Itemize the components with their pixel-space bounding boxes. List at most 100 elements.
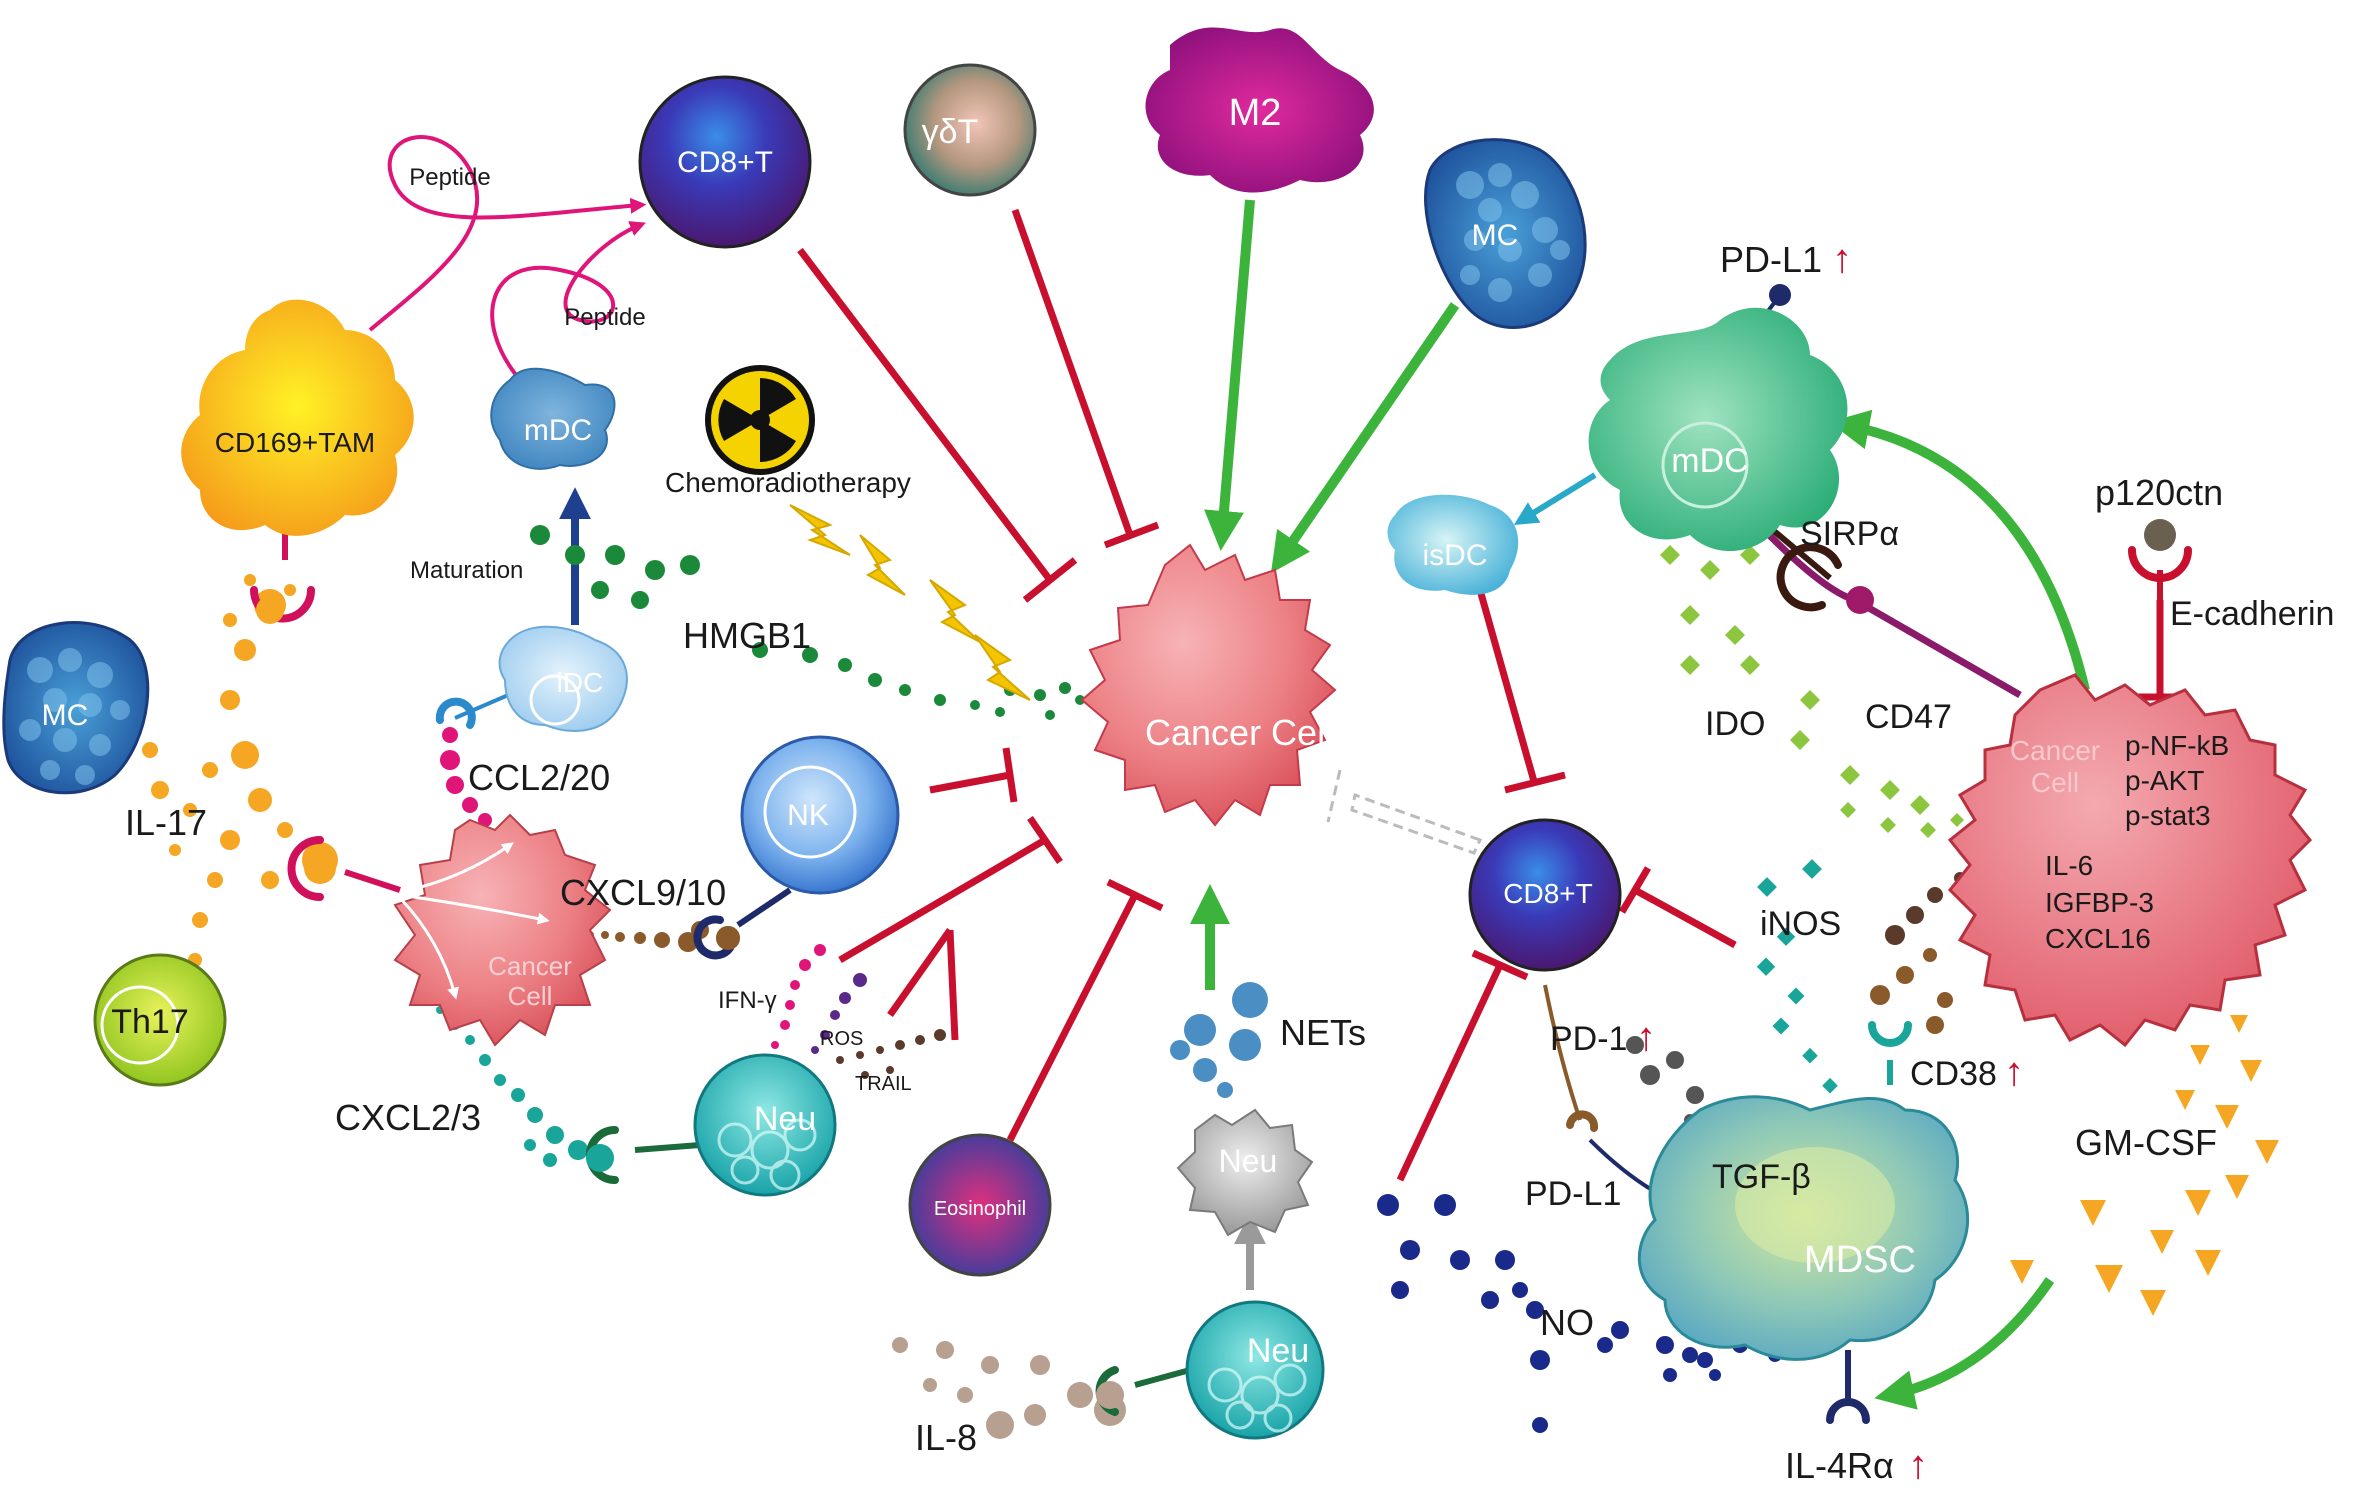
neu-inhibit-line: [838, 836, 1047, 964]
no-cd8-inhibit-line: [1396, 963, 1504, 1182]
nets-particles: [1170, 982, 1268, 1098]
receptors: [250, 284, 2192, 1424]
chemoradiotherapy-label: Chemoradiotherapy: [665, 467, 911, 498]
mature-dc-right-label: mDC: [1671, 442, 1748, 480]
ros-label: ROS: [820, 1028, 863, 1050]
cancer-cell-left-arrow-1: [399, 842, 514, 894]
cd169-tam: [181, 299, 414, 536]
neu-inhibit-branch-1: [887, 927, 953, 1018]
neu-inhibit-bar: [1027, 816, 1063, 864]
sirpa-receptor: [1776, 543, 1842, 612]
il17-label: IL-17: [125, 802, 207, 843]
immature-dc-nucleus: [529, 674, 581, 726]
neutrophil-left-label: Neu: [754, 1100, 816, 1138]
mature-dc-left-label: mDC: [524, 414, 592, 447]
pd1-receptor: [1566, 1110, 1599, 1132]
nk-cell-nucleus: [763, 765, 857, 859]
il17-dots: [104, 574, 338, 967]
labels: Peptide Peptide Maturation Chemoradiothe…: [125, 164, 2334, 1487]
neutrophil-bottom-label: Neu: [1247, 1332, 1309, 1370]
immunosuppressive-dc-label: isDC: [1423, 539, 1488, 572]
cancer-cell-left-arrow-2: [399, 893, 550, 925]
p120ctn-ligand: [2144, 519, 2176, 551]
nk-receptor: [693, 915, 734, 960]
pdl1-top-ligand: [1769, 284, 1791, 306]
ido-crosses: [1660, 545, 1989, 846]
hmgb1-dots: [530, 525, 1085, 720]
isdc-cd8-inhibit-bar: [1504, 771, 1566, 794]
cxcl2-dots: [436, 1006, 588, 1167]
cancer-left-receptor-stalk: [344, 869, 401, 893]
immunosuppressive-dc: [1387, 494, 1519, 595]
il4ra-up-arrow: ↑: [1908, 1443, 1928, 1487]
inos-label: iNOS: [1760, 905, 1841, 943]
ido-label: IDO: [1705, 705, 1765, 743]
cxcl16-label: CXCL16: [2045, 923, 2151, 954]
isdc-cd8-inhibit-line: [1476, 589, 1539, 786]
gdt-inhibit-line: [1011, 208, 1134, 537]
trail-stars: [836, 1029, 946, 1079]
th17-cell: [93, 953, 227, 1087]
cancer-cell-right: [1947, 673, 2313, 1048]
trail-label: TRAIL: [855, 1073, 912, 1095]
eosinophil-label: Eosinophil: [934, 1198, 1026, 1220]
nets-label: NETs: [1280, 1012, 1366, 1053]
cancer-left-ligand: [304, 852, 336, 884]
nk-receptor-stalk: [736, 887, 792, 928]
nk-cell-label: NK: [787, 799, 829, 832]
cancer-cell-center-label: Cancer Cell: [1145, 712, 1333, 753]
cd8-t-cell-right: [1468, 818, 1622, 972]
cd8-dashed-inhibit: [1350, 792, 1483, 855]
ecadherin-label: E-cadherin: [2170, 595, 2334, 633]
mast-cell-top-label: MC: [1472, 219, 1519, 252]
maturation-label: Maturation: [410, 557, 523, 584]
cancer-cell-center: [1080, 543, 1337, 827]
eosinophil: [908, 1133, 1052, 1277]
neutrophil-bottom-granules: [1207, 1363, 1307, 1433]
sirpa-label: SIRPα: [1800, 515, 1899, 553]
cancer-cell-left-arrow-3: [398, 896, 459, 1000]
radiation-icon: [705, 365, 815, 475]
cd8-dashed-bar: [1326, 769, 1342, 823]
cd47-label: CD47: [1865, 698, 1952, 736]
mature-dc-right-nucleus: [1661, 421, 1749, 509]
nk-inhibit-bar: [1002, 747, 1018, 803]
pstat3-label: p-stat3: [2125, 800, 2211, 831]
m2-macrophage-label: M2: [1229, 92, 1282, 134]
il8-dots: [892, 1337, 1126, 1439]
th17-cell-label: Th17: [111, 1003, 189, 1041]
eos-inhibit-line: [1006, 893, 1139, 1142]
neutrophil-bottom: [1185, 1300, 1325, 1440]
mdc-isdc-arrow: [1513, 472, 1597, 526]
p120ctn-receptor: [2128, 546, 2192, 582]
cancer-left-receptor: [287, 836, 324, 901]
cd38-up-arrow: ↑: [2004, 1050, 2024, 1094]
neutrophil-left-granules: [717, 1118, 817, 1191]
cd8-t-cell-top-label: CD8+T: [677, 146, 773, 179]
no-label: NO: [1540, 1302, 1594, 1343]
neutrophil-gray-label: Neu: [1219, 1143, 1278, 1179]
peptide-label-1: Peptide: [409, 164, 490, 191]
peptide-loop-1: [368, 135, 647, 332]
pdl1-bottom-label: PD-L1: [1525, 1175, 1621, 1213]
cxcl2-3-label: CXCL2/3: [335, 1097, 481, 1138]
cd8-t-cell-top: [638, 75, 812, 249]
neutrophil-gray: [1176, 1108, 1314, 1237]
il6-label: IL-6: [2045, 850, 2093, 881]
igfbp3-label: IGFBP-3: [2045, 887, 2154, 918]
mc-promote-arrow: [1270, 302, 1460, 574]
ros-dots: [811, 973, 867, 1054]
pnfkb-label: p-NF-kB: [2125, 730, 2229, 761]
cxcl9-10-label: CXCL9/10: [560, 872, 726, 913]
cancer-mdc-arrow: [1829, 409, 2090, 692]
mdsc-il4ra-arrow: [1874, 1277, 2055, 1410]
cxcl9-ligand: [716, 926, 740, 950]
tam-ligand: [256, 596, 284, 624]
connectors: [282, 135, 2188, 1410]
gmcsf-triangles: [2010, 770, 2279, 1316]
gamma-delta-t-cell-label: γδT: [922, 113, 979, 151]
th17-cell-nucleus: [100, 985, 180, 1065]
